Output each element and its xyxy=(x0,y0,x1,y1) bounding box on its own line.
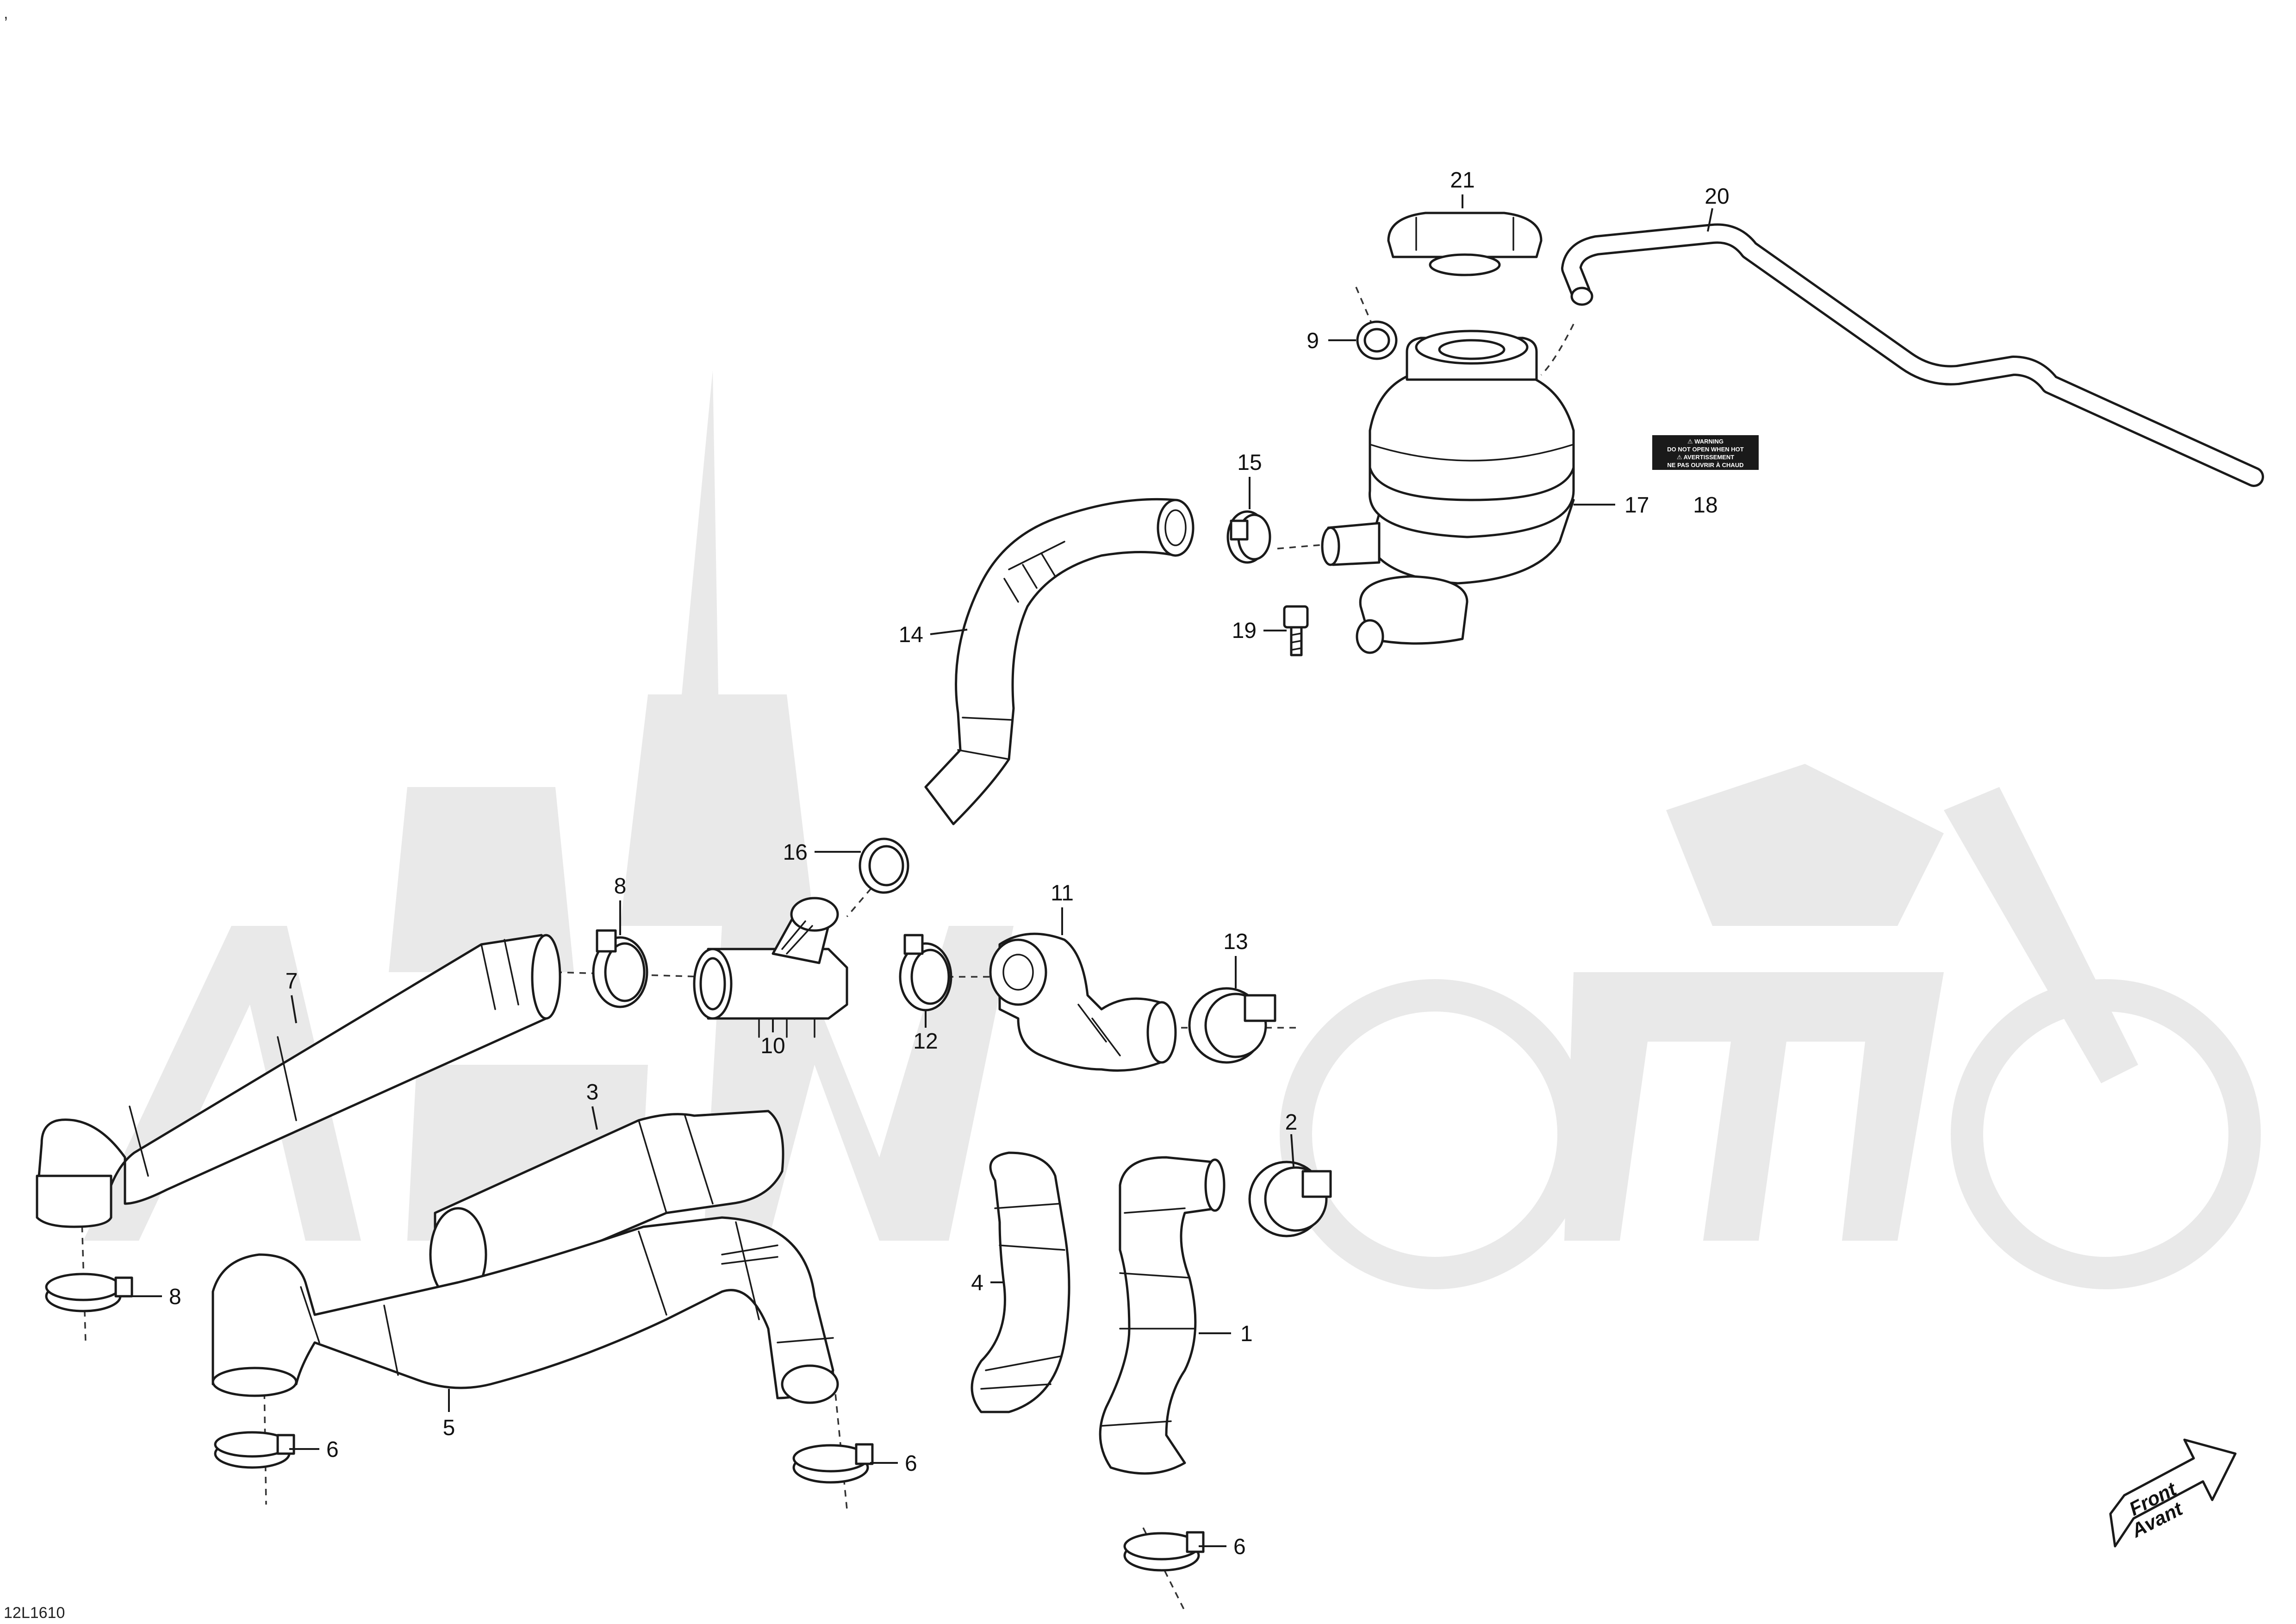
callout-9: 9 xyxy=(1307,329,1319,353)
warning-decal: ⚠ WARNING DO NOT OPEN WHEN HOT ⚠ AVERTIS… xyxy=(1652,435,1759,470)
callout-15: 15 xyxy=(1237,450,1262,475)
s-hose-1 xyxy=(1099,1156,1226,1475)
callout-12: 12 xyxy=(913,1029,938,1054)
callout-7: 7 xyxy=(286,969,298,993)
hose-clamp-8-upper xyxy=(592,929,648,1008)
svg-text:⚠ WARNING: ⚠ WARNING xyxy=(1687,438,1724,445)
front-direction-arrow: Front Avant xyxy=(2109,1438,2237,1548)
callout-6-left: 6 xyxy=(326,1437,339,1462)
callout-3: 3 xyxy=(586,1080,599,1105)
hose-clamp-2 xyxy=(1248,1161,1332,1237)
lower-hose xyxy=(212,1216,839,1404)
leader-lines xyxy=(120,194,1713,1547)
svg-text:NE PAS OUVRIR À CHAUD: NE PAS OUVRIR À CHAUD xyxy=(1667,462,1743,468)
callout-2: 2 xyxy=(1285,1110,1298,1135)
callout-16: 16 xyxy=(783,840,808,865)
hose-clamp-6-left xyxy=(214,1431,295,1469)
callout-14: 14 xyxy=(899,623,923,647)
small-clamp xyxy=(1356,320,1398,360)
callout-13: 13 xyxy=(1223,930,1248,954)
hose-clamp-13 xyxy=(1188,987,1276,1064)
long-hose xyxy=(36,934,561,1228)
callout-10: 10 xyxy=(760,1034,785,1058)
callout-18: 18 xyxy=(1693,493,1717,518)
hose-clamp-6-middle xyxy=(792,1443,874,1484)
callout-1: 1 xyxy=(1240,1322,1253,1346)
callout-8-upper: 8 xyxy=(614,874,627,899)
callout-19: 19 xyxy=(1232,618,1257,643)
overflow-tube xyxy=(1561,223,2264,487)
corner-mark: , xyxy=(4,5,8,22)
callout-11: 11 xyxy=(1051,881,1074,906)
upper-hose xyxy=(924,498,1195,825)
radiator-cap xyxy=(1387,212,1543,276)
hose-clamp-8-lower xyxy=(45,1273,133,1312)
elbow-hose xyxy=(989,932,1177,1072)
t-connector xyxy=(693,897,848,1038)
hose-clamp-12 xyxy=(899,934,952,1012)
hose-clamp-16 xyxy=(859,837,909,894)
svg-text:⚠ AVERTISSEMENT: ⚠ AVERTISSEMENT xyxy=(1677,454,1734,461)
callout-17: 17 xyxy=(1624,493,1649,518)
callout-5: 5 xyxy=(443,1416,455,1440)
callout-4: 4 xyxy=(971,1271,983,1295)
s-hose-4 xyxy=(971,1151,1070,1413)
callouts: 21 20 9 15 17 18 19 14 16 8 11 13 7 10 1… xyxy=(169,168,1730,1559)
callout-21: 21 xyxy=(1450,168,1475,193)
svg-text:DO NOT OPEN WHEN HOT: DO NOT OPEN WHEN HOT xyxy=(1667,446,1743,453)
callout-6-lower: 6 xyxy=(1233,1535,1246,1559)
callout-20: 20 xyxy=(1705,184,1729,209)
screw xyxy=(1283,605,1309,656)
coolant-reservoir xyxy=(1321,330,1575,654)
drawing-code: 12L1610 xyxy=(4,1604,65,1622)
callout-6-middle: 6 xyxy=(905,1451,917,1476)
callout-8-lower: 8 xyxy=(169,1285,181,1309)
hose-clamp-6-lower xyxy=(1123,1531,1205,1572)
hose-clamp-15 xyxy=(1226,510,1271,564)
